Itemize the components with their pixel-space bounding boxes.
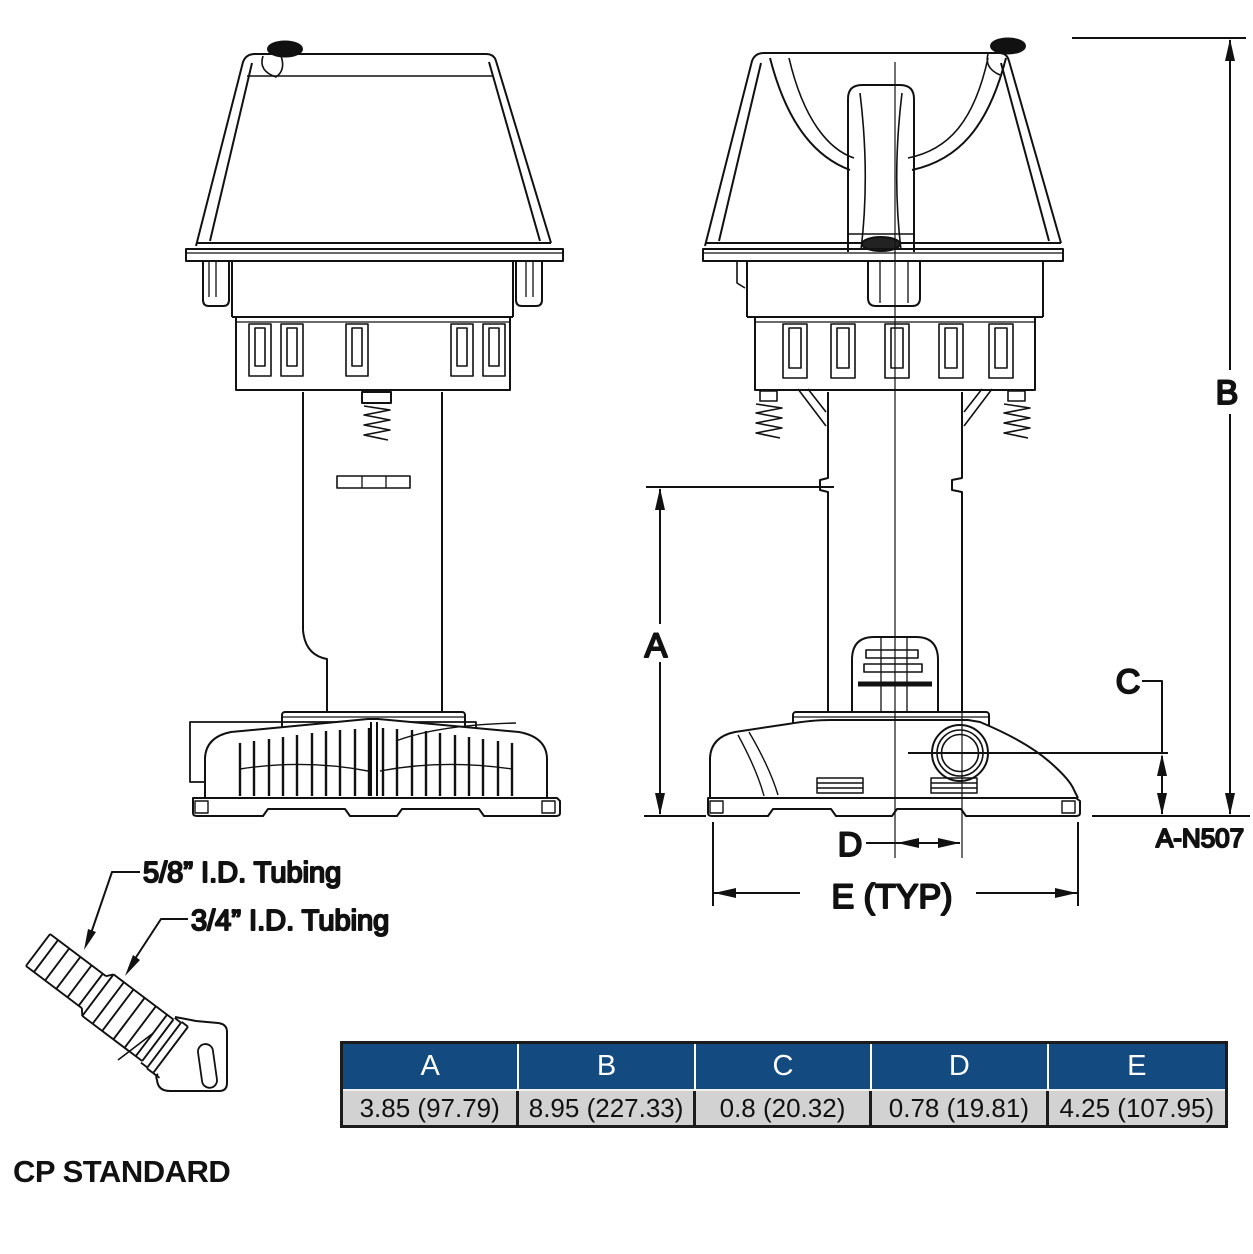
table-value-cell: 0.78 (19.81)	[872, 1091, 1049, 1125]
mount-spring-screws	[755, 390, 1031, 439]
table-header-cell: E	[1048, 1044, 1225, 1091]
base-clips	[816, 777, 978, 794]
drawing-code: A-N507	[1156, 823, 1244, 853]
table-header-cell: C	[695, 1044, 873, 1091]
base-grille	[238, 728, 514, 796]
dim-label-c: C	[1116, 663, 1141, 701]
dimension-table: A B C D E 3.85 (97.79) 8.95 (227.33) 0.8…	[340, 1041, 1228, 1128]
table-value-cell: 8.95 (227.33)	[519, 1091, 696, 1125]
tubing-label-small: 5/8” I.D. Tubing	[143, 857, 341, 889]
table-header-cell: A	[343, 1044, 520, 1091]
dim-label-e: E (TYP)	[832, 878, 953, 916]
side-vent-slots	[782, 323, 1014, 379]
dim-label-b: B	[1216, 374, 1239, 412]
table-header-cell: B	[519, 1044, 696, 1091]
dimension-annotations	[644, 37, 1250, 906]
pump-side-view	[702, 37, 1168, 858]
table-value-cell: 4.25 (107.95)	[1048, 1091, 1225, 1125]
table-value-cell: 0.8 (20.32)	[695, 1091, 873, 1125]
dim-label-d: D	[838, 826, 863, 864]
front-vent-slots	[248, 323, 506, 377]
table-value-cell: 3.85 (97.79)	[343, 1091, 520, 1125]
tubing-label-large: 3/4” I.D. Tubing	[191, 905, 389, 937]
dim-label-a: A	[645, 627, 668, 665]
stud-threads	[363, 405, 391, 441]
table-header-cell: D	[872, 1044, 1049, 1091]
cap-screw-icon	[267, 40, 303, 58]
hose-fitting-detail	[25, 871, 228, 1092]
drawing-title: CP STANDARD	[13, 1154, 231, 1189]
cap-screw-icon	[990, 37, 1026, 55]
carry-handle	[769, 57, 1007, 252]
pump-front-view	[185, 40, 564, 817]
